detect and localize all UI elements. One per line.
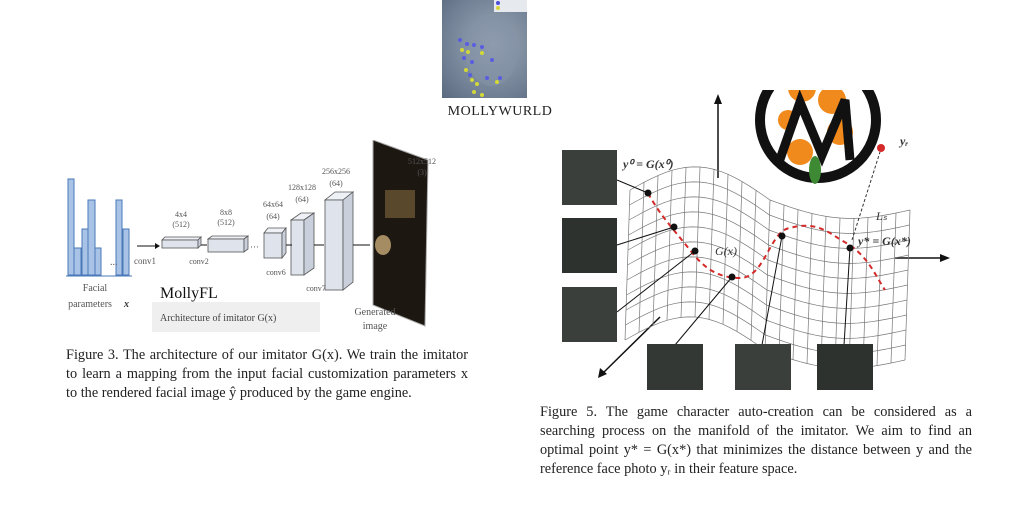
input-label: Facial	[83, 283, 108, 294]
bar	[94, 247, 102, 276]
conv1-label: conv1	[134, 256, 156, 266]
grid-line	[629, 181, 910, 234]
grid-line	[628, 196, 910, 249]
landmark-scatter	[458, 0, 527, 97]
svg-text:(64): (64)	[295, 195, 309, 204]
grid-line	[626, 271, 907, 324]
output-label: Generated	[354, 307, 395, 318]
svg-text:···: ···	[250, 242, 259, 252]
svg-text:512x512: 512x512	[408, 157, 436, 166]
grid-line	[626, 256, 908, 309]
generated-image	[372, 140, 429, 327]
bar	[67, 178, 75, 276]
figure3-subtitle: Architecture of imitator G(x)	[160, 313, 276, 324]
logo-image	[755, 90, 881, 184]
figure3-caption: Figure 3. The architecture of our imitat…	[66, 347, 468, 401]
label-ystar: y* = G(x*)	[856, 234, 911, 248]
face-thumbnails	[562, 150, 873, 390]
label-ls: Lₛ	[875, 209, 888, 223]
svg-text:256x256: 256x256	[322, 167, 350, 176]
svg-text:conv7: conv7	[306, 284, 326, 293]
svg-text:4x4: 4x4	[175, 210, 187, 219]
figure5-diagram: y⁰ = G(x⁰) G(x) y* = G(x*) yᵣ Lₛ	[562, 90, 950, 390]
svg-text:conv2: conv2	[189, 257, 209, 266]
bar	[87, 199, 96, 276]
bar	[115, 199, 123, 276]
grid-line	[627, 241, 908, 294]
face-image	[735, 344, 791, 390]
svg-text:8x8: 8x8	[220, 208, 232, 217]
face-image	[562, 287, 617, 342]
facial-parameter-bars	[67, 178, 130, 276]
face-image	[817, 344, 873, 390]
label-yr: yᵣ	[898, 134, 908, 148]
face-image	[562, 218, 617, 273]
bar	[122, 228, 130, 276]
svg-text:(64): (64)	[266, 212, 280, 221]
thumbnail-image	[442, 0, 527, 98]
face-image	[647, 344, 703, 390]
svg-text:image: image	[363, 321, 388, 332]
svg-text:128x128: 128x128	[288, 183, 316, 192]
figure5-caption: Figure 5. The game character auto-creati…	[540, 404, 972, 477]
grid-line	[629, 166, 911, 219]
label-gx: G(x)	[715, 244, 737, 258]
svg-text:(512): (512)	[217, 218, 235, 227]
grid-line	[625, 286, 907, 339]
grid-line	[628, 211, 909, 264]
face-image	[562, 150, 617, 205]
bar	[73, 247, 82, 276]
manifold-grid	[624, 166, 911, 369]
watermark-text: MollyFL	[160, 285, 218, 302]
svg-text:(3): (3)	[417, 168, 427, 177]
svg-text:(64): (64)	[329, 179, 343, 188]
svg-text:x: x	[123, 299, 129, 310]
bar	[81, 228, 89, 276]
svg-text:64x64: 64x64	[263, 200, 283, 209]
label-y0: y⁰ = G(x⁰)	[621, 157, 673, 171]
figure3-diagram: ... conv1 ··· 4x4(512) 8x8(512) 64x64(64…	[66, 140, 436, 332]
reference-point	[877, 144, 885, 152]
svg-text:conv6: conv6	[266, 268, 286, 277]
thumbnail-label: MOLLYWURLD	[447, 104, 553, 119]
bars-ellipsis: ...	[110, 257, 118, 268]
svg-text:(512): (512)	[172, 220, 190, 229]
svg-text:parameters: parameters	[68, 299, 112, 310]
subtitle-box	[152, 302, 320, 332]
